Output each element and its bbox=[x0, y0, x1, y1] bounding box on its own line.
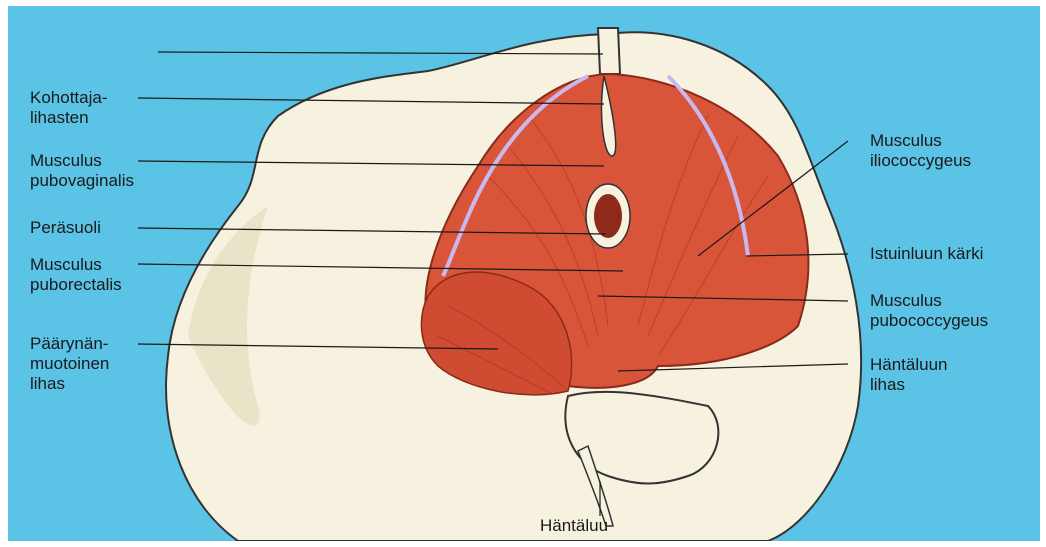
label-pubovaginalis: Musculus pubovaginalis bbox=[30, 151, 134, 191]
label-hantaluun-lihas: Häntäluun lihas bbox=[870, 355, 948, 395]
rectum-lumen bbox=[594, 194, 622, 238]
label-pubococcygeus: Musculus pubococcygeus bbox=[870, 291, 988, 331]
label-istuinluun: Istuinluun kärki bbox=[870, 244, 983, 264]
label-paarynan: Päärynän- muotoinen lihas bbox=[30, 334, 109, 394]
label-puborectalis: Musculus puborectalis bbox=[30, 255, 122, 295]
pubic-symphysis bbox=[598, 28, 620, 74]
diagram-canvas: Kohottaja- lihasten Musculus pubovaginal… bbox=[8, 6, 1040, 541]
label-iliococcygeus: Musculus iliococcygeus bbox=[870, 131, 971, 171]
label-kohottaja: Kohottaja- lihasten bbox=[30, 88, 108, 128]
label-perasuoli: Peräsuoli bbox=[30, 218, 101, 238]
label-hantaluu: Häntäluu bbox=[540, 516, 608, 536]
pelvic-floor-illustration bbox=[8, 6, 1040, 541]
